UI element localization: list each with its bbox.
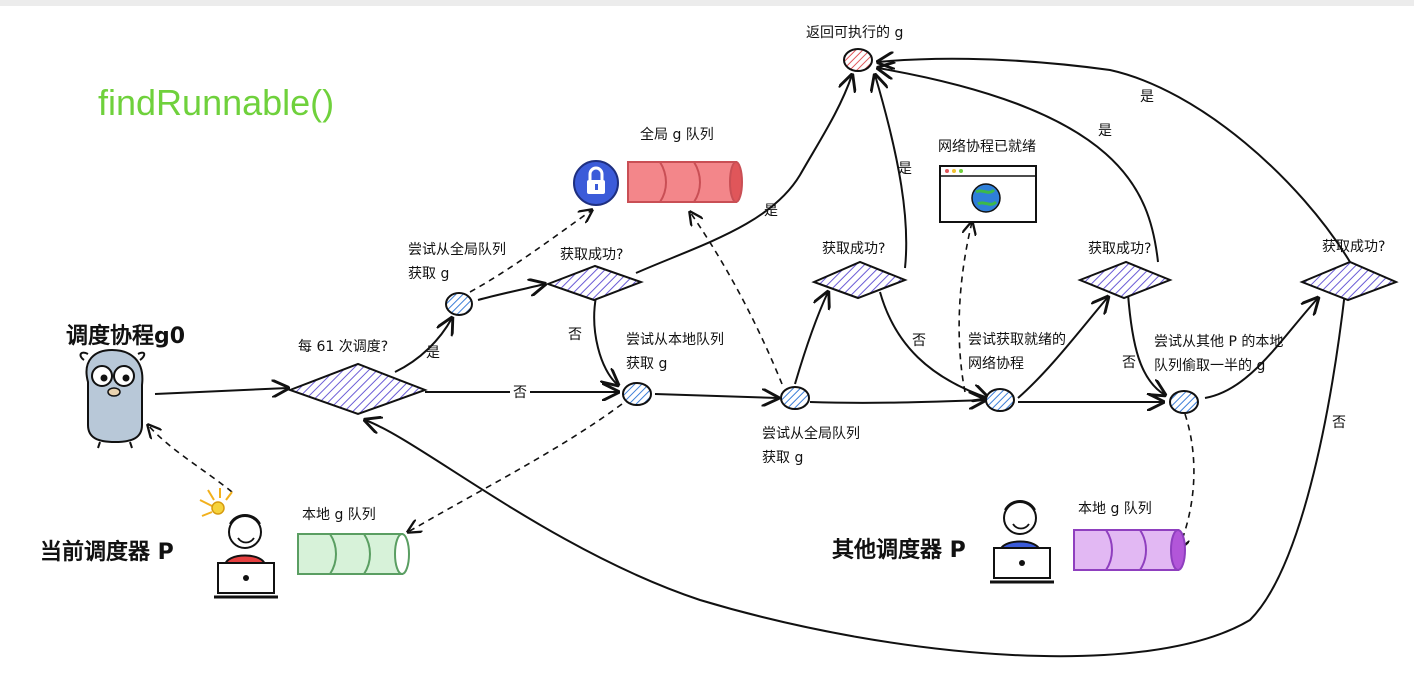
- label-return-g: 返回可执行的 g: [806, 25, 904, 41]
- try-steal-circle: [1169, 390, 1199, 414]
- edge-label-no-success-1: 否: [568, 327, 582, 343]
- success-diamond-1: [545, 264, 644, 302]
- return-g-node: [843, 48, 873, 72]
- try-global-circle-2: [780, 386, 810, 410]
- diagram-title: findRunnable(): [98, 82, 335, 123]
- label-success-3: 获取成功?: [1088, 241, 1152, 257]
- edge-label-yes-61: 是: [426, 345, 440, 361]
- label-other-local-queue: 本地 g 队列: [1078, 501, 1152, 517]
- edge-label-yes-success-4: 是: [1140, 89, 1154, 105]
- edge-label-no-success-2: 否: [912, 333, 926, 349]
- edge-label-no-success-4: 否: [1332, 415, 1346, 431]
- label-other-p: 其他调度器 P: [832, 538, 966, 563]
- global-queue: [627, 161, 743, 203]
- label-success-2: 获取成功?: [822, 241, 886, 257]
- lock-icon: [573, 160, 619, 206]
- label-success-1: 获取成功?: [560, 247, 624, 263]
- success-diamond-3: [1077, 260, 1173, 300]
- other-p-person-icon: [990, 500, 1054, 584]
- edge-label-yes-success-2: 是: [898, 161, 912, 177]
- label-try-steal: 尝试从其他 P 的本地 队列偷取一半的 g: [1154, 334, 1284, 374]
- success-diamond-4: [1299, 260, 1399, 302]
- try-global-circle-1: [445, 292, 473, 316]
- label-every-61: 每 61 次调度?: [298, 339, 389, 355]
- every-61-diamond: [287, 362, 428, 416]
- network-browser-icon: [939, 165, 1037, 223]
- label-try-global-1: 尝试从全局队列 获取 g: [408, 242, 506, 282]
- edge-label-no-61: 否: [510, 382, 530, 402]
- solid-edges: [154, 59, 1351, 658]
- gopher-icon: [79, 348, 146, 449]
- current-p-person-icon: [199, 488, 278, 599]
- label-try-netpoll: 尝试获取就绪的 网络协程: [968, 332, 1066, 372]
- label-current-p: 当前调度器 P: [40, 540, 174, 565]
- other-local-queue: [1073, 529, 1186, 571]
- label-local-queue: 本地 g 队列: [302, 507, 376, 523]
- label-success-4: 获取成功?: [1322, 239, 1386, 255]
- edge-label-no-success-3: 否: [1122, 355, 1136, 371]
- label-net-ready: 网络协程已就绪: [938, 139, 1036, 155]
- label-try-global-2: 尝试从全局队列 获取 g: [762, 426, 860, 466]
- edge-label-yes-success-1: 是: [764, 203, 778, 219]
- top-border: [0, 0, 1414, 6]
- edge-label-yes-success-3: 是: [1098, 123, 1112, 139]
- try-local-circle: [622, 382, 652, 406]
- success-diamond-2: [811, 260, 908, 300]
- try-netpoll-circle: [985, 388, 1015, 412]
- label-scheduler-g0: 调度协程g0: [66, 324, 186, 349]
- label-global-queue: 全局 g 队列: [640, 127, 714, 143]
- local-queue: [297, 533, 410, 575]
- label-try-local: 尝试从本地队列 获取 g: [626, 332, 724, 372]
